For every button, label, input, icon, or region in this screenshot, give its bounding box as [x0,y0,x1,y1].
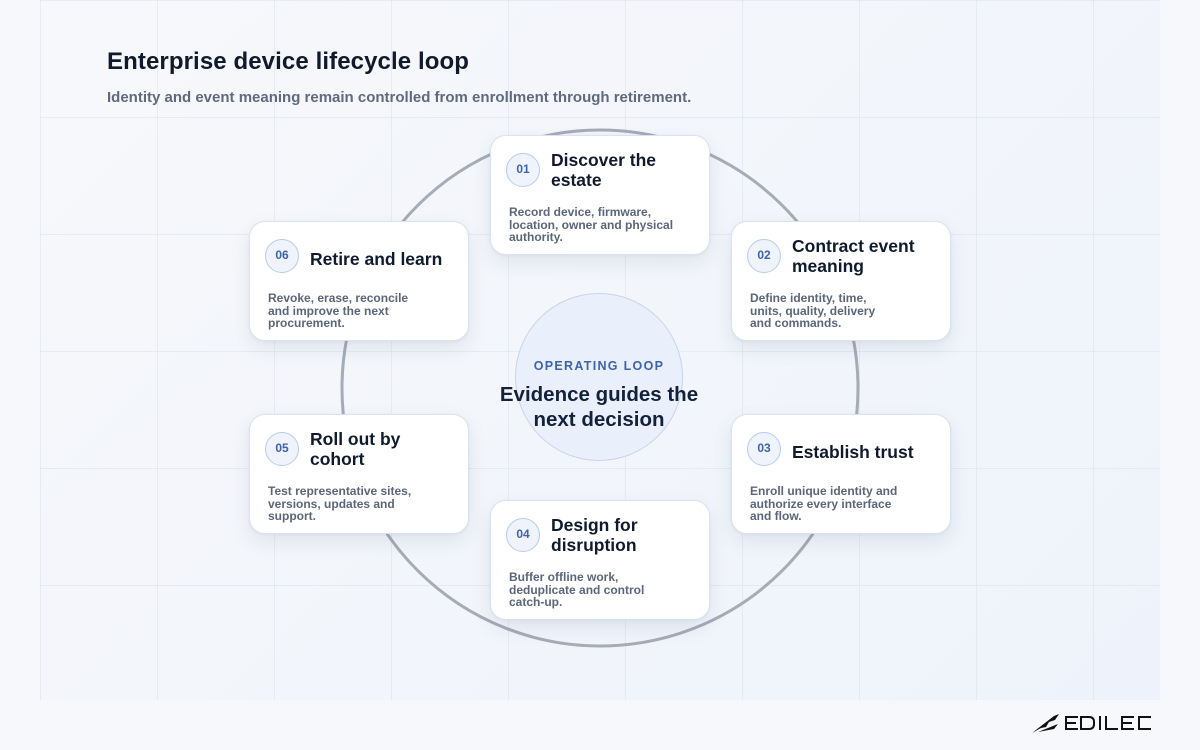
step-description: Revoke, erase, reconcile and improve the… [268,291,409,330]
center-kicker: OPERATING LOOP [533,359,665,373]
step-card-trust: 03 Establish trust Enroll unique identit… [731,414,951,534]
step-title: Establish trust [792,442,914,462]
center-hub: OPERATING LOOP Evidence guides the next … [500,293,698,461]
center-statement: Evidence guides the next decision [499,383,699,431]
step-number-badge: 06 [265,239,299,273]
step-description: Test representative sites, versions, upd… [268,484,412,523]
step-title: Retire and learn [310,249,443,269]
step-card-contract: 02 Contract event meaning Define identit… [731,221,951,341]
step-title: Discover the estate [551,150,657,190]
step-card-disruption: 04 Design for disruption Buffer offline … [490,500,710,620]
page-subtitle: Identity and event meaning remain contro… [107,89,692,106]
edilec-logo-mark [1032,714,1059,733]
step-title: Contract event meaning [792,236,915,276]
edilec-logo [1032,714,1151,733]
step-title: Roll out by cohort [310,429,401,469]
step-description: Enroll unique identity and authorize eve… [750,484,898,523]
step-card-rollout: 05 Roll out by cohort Test representativ… [249,414,469,534]
step-number-badge: 04 [506,518,540,552]
step-number-badge: 03 [747,432,781,466]
page-title: Enterprise device lifecycle loop [107,48,470,75]
step-number-badge: 01 [506,153,540,187]
step-card-discover: 01 Discover the estate Record device, fi… [490,135,710,255]
step-card-retire: 06 Retire and learn Revoke, erase, recon… [249,221,469,341]
step-number-badge: 02 [747,239,781,273]
step-title: Design for disruption [551,515,638,555]
step-description: Define identity, time, units, quality, d… [750,291,876,330]
step-number-badge: 05 [265,432,299,466]
step-description: Record device, firmware, location, owner… [509,205,674,244]
edilec-logo-wordmark [1065,716,1151,730]
step-description: Buffer offline work, deduplicate and con… [509,570,645,609]
